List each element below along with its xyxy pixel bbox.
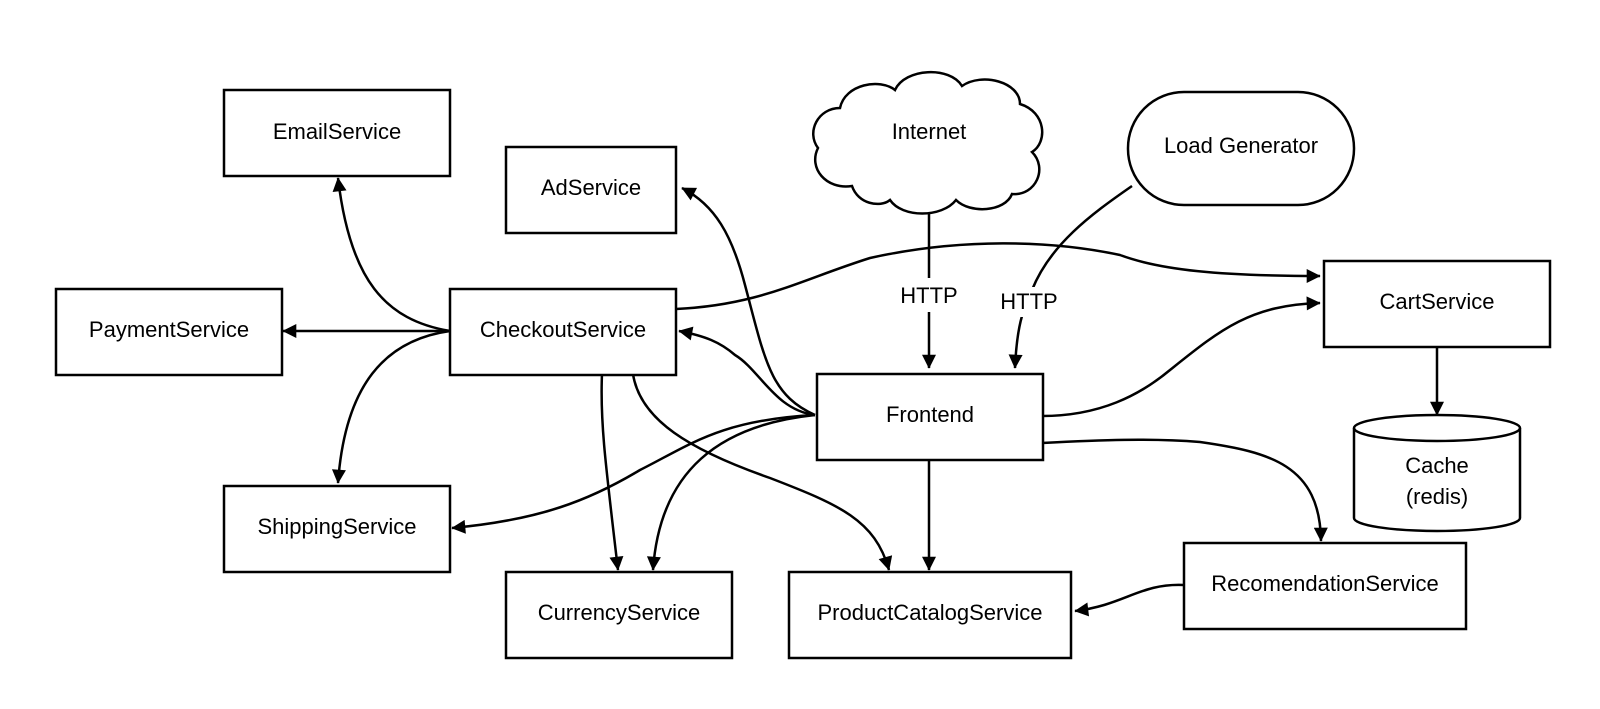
node-shipping-service: ShippingService — [222, 484, 452, 574]
node-label: CheckoutService — [480, 317, 646, 342]
node-label: Frontend — [886, 402, 974, 427]
node-label: ShippingService — [258, 514, 417, 539]
node-currency-service: CurrencyService — [504, 570, 734, 660]
edge-frontend-shipping — [451, 413, 816, 534]
edge-checkout-productcatalog — [631, 373, 893, 571]
edges — [282, 177, 1444, 617]
edge-frontend-checkout — [678, 326, 816, 417]
edge-checkout-cart — [675, 242, 1321, 311]
edge-frontend-recommendation — [1041, 438, 1328, 542]
node-product-catalog-service: ProductCatalogService — [787, 570, 1073, 660]
node-label: CartService — [1380, 289, 1495, 314]
node-label-sub: (redis) — [1406, 484, 1468, 509]
edge-frontend-cart — [1041, 296, 1321, 418]
node-label: Load Generator — [1164, 133, 1318, 158]
node-recommendation-service: RecomendationService — [1182, 541, 1468, 631]
node-label: Internet — [892, 119, 967, 144]
node-label: Cache — [1405, 453, 1469, 478]
node-cache-redis: Cache (redis) — [1352, 413, 1522, 533]
edge-recommendation-productcatalog — [1074, 583, 1185, 617]
node-label: CurrencyService — [538, 600, 701, 625]
node-frontend: Frontend — [815, 372, 1045, 462]
node-label: PaymentService — [89, 317, 249, 342]
node-ad-service: AdService — [504, 145, 678, 235]
edge-checkout-currency — [600, 373, 624, 571]
node-label: AdService — [541, 175, 641, 200]
node-label: ProductCatalogService — [817, 600, 1042, 625]
node-label: EmailService — [273, 119, 401, 144]
node-checkout-service: CheckoutService — [448, 287, 678, 377]
edge-checkout-shipping — [331, 329, 451, 484]
node-label: RecomendationService — [1211, 571, 1438, 596]
edge-labels: HTTP HTTP — [893, 279, 1065, 317]
node-load-generator: Load Generator — [1126, 90, 1356, 207]
edge-label-internet-http: HTTP — [900, 283, 957, 308]
node-email-service: EmailService — [222, 88, 452, 178]
edge-label-loadgen-http: HTTP — [1000, 289, 1057, 314]
node-cart-service: CartService — [1322, 259, 1552, 349]
node-payment-service: PaymentService — [54, 287, 284, 377]
edge-loadgen-frontend — [1015, 184, 1133, 368]
edge-frontend-currency — [646, 413, 816, 571]
edge-frontend-ad — [681, 186, 816, 417]
node-internet-cloud: Internet — [812, 71, 1044, 215]
edge-checkout-email — [332, 177, 451, 333]
